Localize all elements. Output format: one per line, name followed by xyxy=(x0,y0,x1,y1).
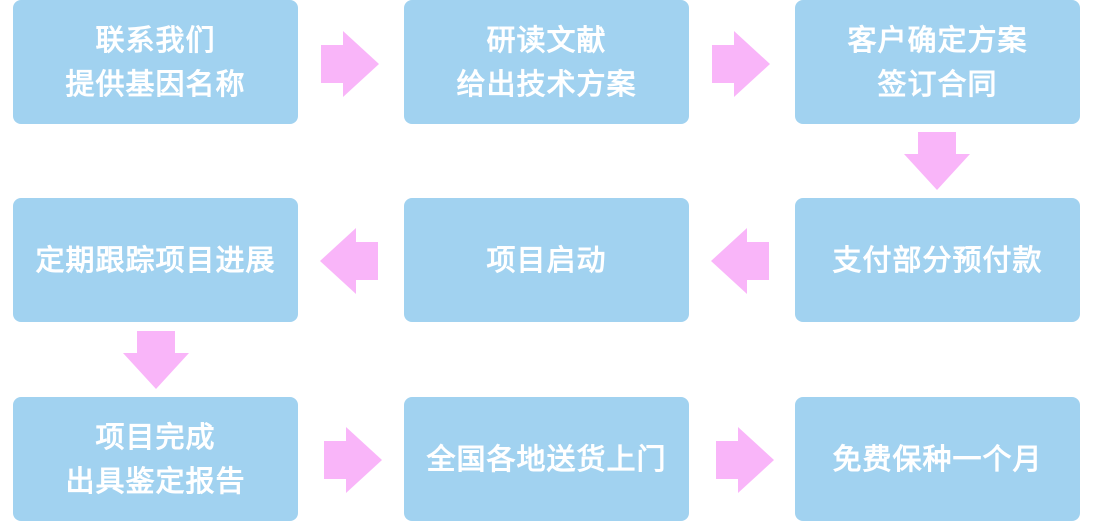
arrow-down-icon xyxy=(904,132,970,190)
arrow-down-icon xyxy=(123,331,189,389)
step-research: 研读文献 给出技术方案 xyxy=(404,0,689,124)
step-complete-line-2: 出具鉴定报告 xyxy=(65,464,246,498)
step-start-line-1: 项目启动 xyxy=(486,243,607,277)
step-prepay-line-1: 支付部分预付款 xyxy=(832,243,1043,277)
step-complete: 项目完成 出具鉴定报告 xyxy=(13,397,298,521)
arrow-right-icon xyxy=(321,31,379,97)
step-complete-line-1: 项目完成 xyxy=(95,420,216,454)
step-start: 项目启动 xyxy=(404,198,689,322)
step-confirm-line-1: 客户确定方案 xyxy=(847,23,1028,57)
arrow-left-icon xyxy=(320,228,378,294)
step-contact-line-2: 提供基因名称 xyxy=(65,67,246,101)
step-research-line-1: 研读文献 xyxy=(486,23,607,57)
step-delivery-line-1: 全国各地送货上门 xyxy=(426,442,667,476)
step-contact: 联系我们 提供基因名称 xyxy=(13,0,298,124)
step-research-line-2: 给出技术方案 xyxy=(456,67,637,101)
step-warranty: 免费保种一个月 xyxy=(795,397,1080,521)
step-contact-line-1: 联系我们 xyxy=(95,23,216,57)
step-prepay: 支付部分预付款 xyxy=(795,198,1080,322)
step-warranty-line-1: 免费保种一个月 xyxy=(832,442,1043,476)
step-confirm-line-2: 签订合同 xyxy=(877,67,998,101)
arrow-right-icon xyxy=(324,427,382,493)
step-confirm: 客户确定方案 签订合同 xyxy=(795,0,1080,124)
step-track-line-1: 定期跟踪项目进展 xyxy=(35,243,276,277)
arrow-right-icon xyxy=(716,427,774,493)
arrow-left-icon xyxy=(711,228,769,294)
arrow-right-icon xyxy=(712,31,770,97)
step-track: 定期跟踪项目进展 xyxy=(13,198,298,322)
step-delivery: 全国各地送货上门 xyxy=(404,397,689,521)
